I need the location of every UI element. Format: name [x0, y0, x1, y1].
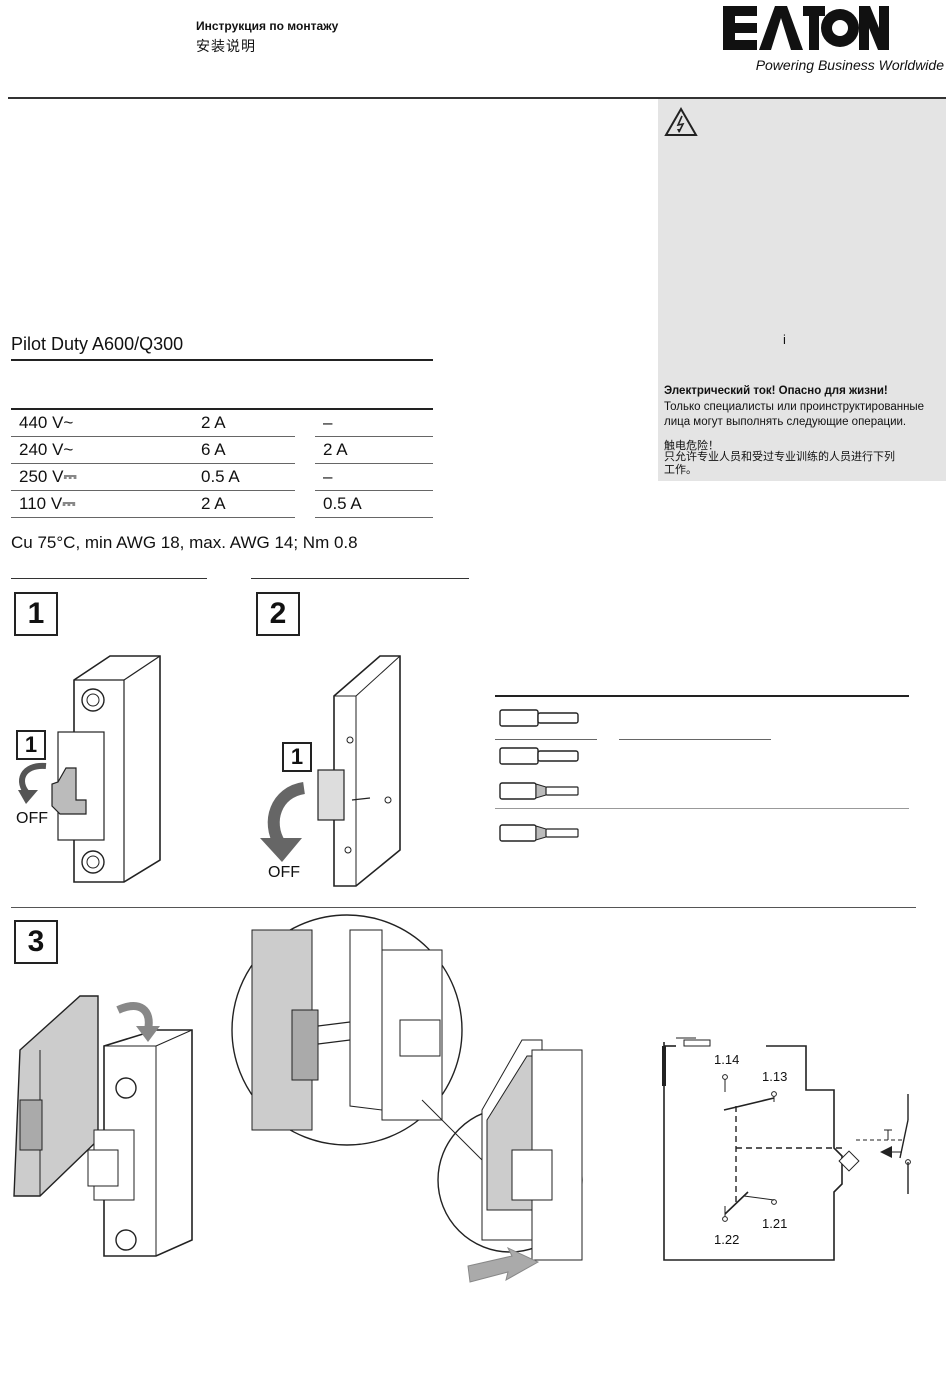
current-cell: 0.5 A [193, 463, 295, 491]
wire-table-rule [495, 739, 597, 740]
ferrule-wire-icon [499, 824, 579, 842]
wire-table-rule [619, 739, 771, 740]
info-icon: i [783, 332, 786, 347]
warning-heading-cn: 触电危险！ [664, 440, 719, 452]
high-voltage-icon [664, 106, 698, 136]
warning-heading-ru: Электрический ток! Опасно для жизни! [664, 385, 888, 397]
terminal-label: 1.14 [714, 1052, 740, 1067]
voltage-cell: 250 V⎓ [11, 463, 193, 491]
current-cell: 2 A [193, 490, 295, 518]
table-row: 440 V~ 2 A – [11, 410, 433, 437]
terminal-label: 1.22 [714, 1232, 740, 1247]
substep-1-label: 1 [16, 730, 46, 760]
doc-title-ru: Инструкция по монтажу [196, 19, 339, 33]
wire-spec-note: Cu 75°C, min AWG 18, max. AWG 14; Nm 0.8 [11, 533, 358, 552]
current-cell: 2 A [315, 436, 433, 464]
wire-table-rule [495, 808, 909, 809]
ferrule-wire-icon [499, 782, 579, 800]
circuit-diagram [662, 1037, 911, 1261]
stripped-wire-icon [499, 709, 579, 727]
eaton-logo [723, 6, 889, 50]
stripped-wire-icon [499, 747, 579, 765]
current-cell: – [315, 410, 433, 437]
pilot-duty-title: Pilot Duty A600/Q300 [11, 334, 184, 354]
step3-rule [11, 907, 916, 908]
table-row: 250 V⎓ 0.5 A – [11, 463, 433, 491]
header-divider [8, 97, 946, 99]
terminal-label: 1.21 [762, 1216, 788, 1231]
step-3-label: 3 [14, 920, 58, 964]
doc-title-cn: 安装说明 [196, 38, 256, 54]
table-top-rule [11, 408, 433, 410]
voltage-cell: 440 V~ [11, 410, 193, 437]
warning-text-ru: Только специалисты или проинструктирован… [664, 401, 925, 428]
current-cell: 6 A [193, 436, 295, 464]
current-cell: – [315, 463, 433, 491]
current-cell: 2 A [193, 410, 295, 437]
step1-rule [11, 578, 207, 579]
substep-2-label: 1 [282, 742, 312, 772]
warning-box: i Электрический ток! Опасно для жизни! Т… [658, 99, 946, 481]
ratings-table: 440 V~ 2 A – 240 V~ 6 A 2 A 250 V⎓ 0.5 A… [11, 410, 433, 518]
terminal-label: 1.13 [762, 1069, 788, 1084]
logo-tagline: Powering Business Worldwide [755, 57, 944, 73]
breaker-illustration-1 [51, 655, 161, 883]
voltage-cell: 240 V~ [11, 436, 193, 464]
pilot-rule [11, 359, 433, 361]
current-cell: 0.5 A [315, 490, 433, 518]
table-row: 110 V⎓ 2 A 0.5 A [11, 490, 433, 518]
off-label: OFF [268, 864, 300, 881]
auxiliary-contact-illustration [317, 655, 401, 887]
rotate-arrow-icon [260, 782, 306, 862]
detail-magnifier-illustration [231, 914, 583, 1283]
table-row: 240 V~ 6 A 2 A [11, 436, 433, 464]
warning-text-cn: 只允许专业人员和受过专业训练的人员进行下列工作。 [664, 451, 895, 476]
step2-rule [251, 578, 469, 579]
step-2-label: 2 [256, 592, 300, 636]
rotate-arrow-icon [18, 762, 47, 804]
step-1-label: 1 [14, 592, 58, 636]
mounting-illustration-left [13, 995, 193, 1257]
voltage-cell: 110 V⎓ [11, 490, 193, 518]
off-label: OFF [16, 810, 48, 827]
wire-table-top-rule [495, 695, 909, 697]
